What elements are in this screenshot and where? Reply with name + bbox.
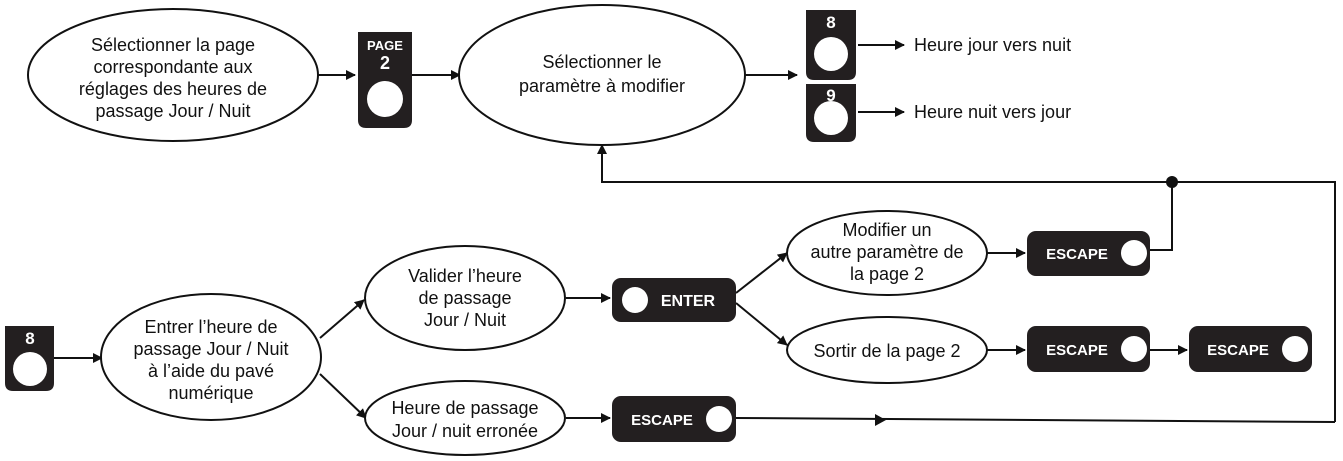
select-page-line3: réglages des heures de — [79, 79, 267, 99]
edge-enter-to-exitpage — [735, 302, 788, 346]
label-night-to-day: Heure nuit vers jour — [914, 102, 1071, 122]
select-param-line1: Sélectionner le — [542, 52, 661, 72]
svg-text:Sortir de la page 2: Sortir de la page 2 — [813, 341, 960, 361]
svg-text:ESCAPE: ESCAPE — [1207, 342, 1269, 359]
svg-text:8: 8 — [25, 329, 34, 348]
svg-text:autre paramètre de: autre paramètre de — [810, 242, 963, 262]
key-8-bottom[interactable]: 8 — [5, 326, 54, 391]
svg-text:Jour / nuit erronée: Jour / nuit erronée — [392, 421, 538, 441]
svg-text:Heure nuit vers jour: Heure nuit vers jour — [914, 102, 1071, 122]
escape-key-1-circle-icon — [1121, 240, 1147, 266]
edge-escape4-to-loop — [735, 417, 1336, 423]
validate-time-line1: Valider l’heure — [408, 266, 522, 286]
svg-text:Modifier un: Modifier un — [842, 220, 931, 240]
svg-text:à l’aide du pavé: à l’aide du pavé — [148, 361, 274, 381]
svg-text:8: 8 — [826, 13, 835, 32]
escape-key-1-label: ESCAPE — [1046, 246, 1108, 263]
svg-text:ESCAPE: ESCAPE — [1046, 342, 1108, 359]
svg-text:Entrer l’heure de: Entrer l’heure de — [144, 317, 277, 337]
svg-text:Valider l’heure: Valider l’heure — [408, 266, 522, 286]
svg-text:la page 2: la page 2 — [850, 264, 924, 284]
svg-text:ESCAPE: ESCAPE — [631, 412, 693, 429]
svg-text:2: 2 — [380, 53, 390, 73]
key-8-top-label: 8 — [826, 13, 835, 32]
select-page-line1: Sélectionner la page — [91, 35, 255, 55]
enter-key-label: ENTER — [661, 293, 716, 310]
edge-enter-to-modifyother — [735, 252, 788, 294]
svg-text:Heure de passage: Heure de passage — [391, 398, 538, 418]
svg-text:Heure jour vers nuit: Heure jour vers nuit — [914, 35, 1071, 55]
svg-text:de passage: de passage — [418, 288, 511, 308]
modify-other-line2: autre paramètre de — [810, 242, 963, 262]
key-8-top[interactable]: 8 — [806, 10, 856, 80]
modify-other-line1: Modifier un — [842, 220, 931, 240]
node-modify-other: Modifier un autre paramètre de la page 2 — [786, 210, 988, 296]
enter-time-line1: Entrer l’heure de — [144, 317, 277, 337]
escape-key-4[interactable]: ESCAPE — [612, 396, 736, 442]
key-9-label: 9 — [826, 86, 835, 105]
escape-key-2-label: ESCAPE — [1046, 342, 1108, 359]
escape-key-4-circle-icon — [706, 406, 732, 432]
escape-key-4-label: ESCAPE — [631, 412, 693, 429]
edge-escape1-to-junction — [1150, 182, 1173, 251]
label-day-to-night: Heure jour vers nuit — [914, 35, 1071, 55]
svg-text:réglages des heures de: réglages des heures de — [79, 79, 267, 99]
svg-text:Sélectionner le: Sélectionner le — [542, 52, 661, 72]
key-9[interactable]: 9 — [806, 84, 856, 142]
svg-text:Sélectionner la page: Sélectionner la page — [91, 35, 255, 55]
key-9-circle-icon — [814, 101, 848, 135]
node-enter-time: Entrer l’heure de passage Jour / Nuit à … — [100, 293, 322, 421]
svg-text:numérique: numérique — [168, 383, 253, 403]
node-select-param: Sélectionner le paramètre à modifier — [458, 4, 746, 146]
enter-time-line4: numérique — [168, 383, 253, 403]
edge-loop-arrowhead — [875, 414, 886, 426]
page2-key-label: PAGE — [367, 38, 403, 53]
svg-text:9: 9 — [826, 86, 835, 105]
exit-page-line1: Sortir de la page 2 — [813, 341, 960, 361]
enter-key[interactable]: ENTER — [612, 278, 736, 322]
page2-key-number: 2 — [380, 53, 390, 73]
svg-text:Jour / Nuit: Jour / Nuit — [424, 310, 506, 330]
edge-entertime-to-wrong — [319, 373, 367, 419]
escape-key-3-circle-icon — [1282, 336, 1308, 362]
escape-key-3-label: ESCAPE — [1207, 342, 1269, 359]
wrong-time-line1: Heure de passage — [391, 398, 538, 418]
escape-key-1[interactable]: ESCAPE — [1027, 231, 1150, 276]
escape-key-3[interactable]: ESCAPE — [1189, 326, 1312, 372]
select-param-line2: paramètre à modifier — [519, 76, 685, 96]
modify-other-line3: la page 2 — [850, 264, 924, 284]
svg-text:passage Jour / Nuit: passage Jour / Nuit — [133, 339, 288, 359]
svg-text:paramètre à modifier: paramètre à modifier — [519, 76, 685, 96]
escape-key-2[interactable]: ESCAPE — [1027, 326, 1150, 372]
page2-key-circle-icon — [367, 81, 403, 117]
node-validate-time: Valider l’heure de passage Jour / Nuit — [364, 245, 566, 351]
key-8-bottom-circle-icon — [13, 352, 47, 386]
edges — [54, 40, 1336, 426]
node-select-page: Sélectionner la page correspondante aux … — [27, 8, 319, 142]
wrong-time-line2: Jour / nuit erronée — [392, 421, 538, 441]
select-page-line2: correspondante aux — [93, 57, 252, 77]
validate-time-line2: de passage — [418, 288, 511, 308]
node-exit-page: Sortir de la page 2 — [786, 316, 988, 384]
svg-text:PAGE: PAGE — [367, 38, 403, 53]
svg-text:ENTER: ENTER — [661, 293, 716, 310]
enter-time-line2: passage Jour / Nuit — [133, 339, 288, 359]
page2-key[interactable]: PAGE 2 — [358, 32, 412, 128]
enter-time-line3: à l’aide du pavé — [148, 361, 274, 381]
validate-time-line3: Jour / Nuit — [424, 310, 506, 330]
edge-entertime-to-validate — [319, 299, 365, 339]
svg-text:passage Jour / Nuit: passage Jour / Nuit — [95, 101, 250, 121]
enter-key-circle-icon — [622, 287, 648, 313]
escape-key-2-circle-icon — [1121, 336, 1147, 362]
edge-loop-to-selectparam — [597, 144, 1336, 422]
key-8-bottom-label: 8 — [25, 329, 34, 348]
key-8-top-circle-icon — [814, 37, 848, 71]
svg-text:ESCAPE: ESCAPE — [1046, 246, 1108, 263]
node-wrong-time: Heure de passage Jour / nuit erronée — [364, 380, 566, 456]
select-page-line4: passage Jour / Nuit — [95, 101, 250, 121]
svg-text:correspondante aux: correspondante aux — [93, 57, 252, 77]
